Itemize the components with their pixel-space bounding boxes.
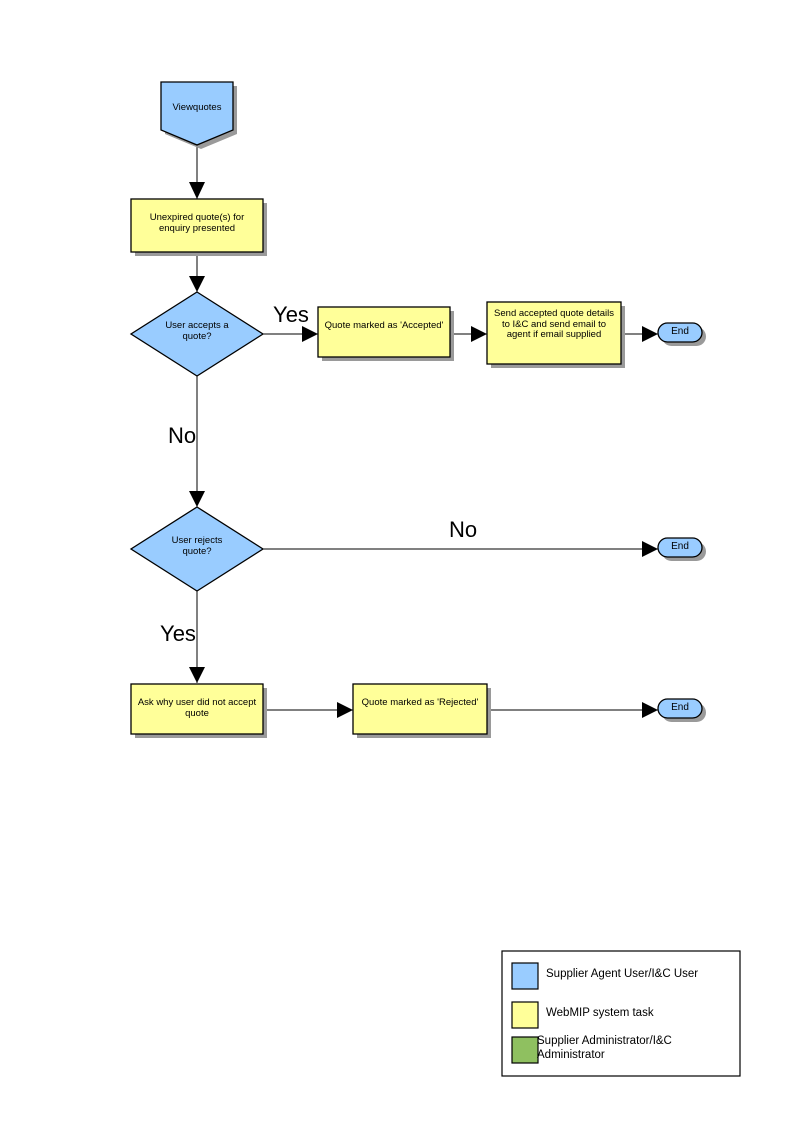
arrowhead-to-end1 (642, 326, 658, 342)
node-end-rejected[interactable] (657, 698, 703, 719)
legend-swatch-supplier-agent (511, 962, 539, 990)
arrowhead-to-unexpired (189, 182, 205, 199)
arrowhead-to-marked-rej (337, 702, 353, 718)
connector-group (196, 145, 658, 711)
arrowhead-to-end3 (642, 702, 658, 718)
arrowhead-to-marked-acc (302, 326, 318, 342)
node-start[interactable] (160, 81, 234, 146)
node-ask-why-not-accepted[interactable] (130, 683, 264, 735)
node-unexpired-quotes[interactable] (130, 198, 264, 253)
node-quote-marked-accepted[interactable] (317, 306, 451, 358)
node-decision-user-accepts[interactable] (129, 291, 265, 377)
legend-label-supplier-agent: Supplier Agent User/I&C User (546, 968, 699, 980)
arrowhead-to-rejects (189, 491, 205, 507)
legend-label-webmip-system: WebMIP system task (546, 1007, 654, 1019)
node-send-accepted-details[interactable] (486, 301, 622, 365)
legend-swatch-webmip-system (511, 1001, 539, 1029)
arrowhead-group (189, 182, 658, 718)
shadow-group (135, 86, 706, 738)
legend-box (501, 950, 741, 1077)
arrowhead-to-ask-why (189, 667, 205, 683)
legend-swatch-supplier-admin (511, 1036, 539, 1064)
node-end-no-action[interactable] (657, 537, 703, 558)
arrowhead-to-accepts (189, 276, 205, 292)
arrowhead-to-send-details (471, 326, 487, 342)
arrowhead-to-end2 (642, 541, 658, 557)
legend-label-supplier-admin: Supplier Administrator/I&C Administrator (537, 1035, 672, 1061)
node-end-accepted[interactable] (657, 322, 703, 343)
node-quote-marked-rejected[interactable] (352, 683, 488, 735)
node-decision-user-rejects[interactable] (129, 506, 265, 592)
